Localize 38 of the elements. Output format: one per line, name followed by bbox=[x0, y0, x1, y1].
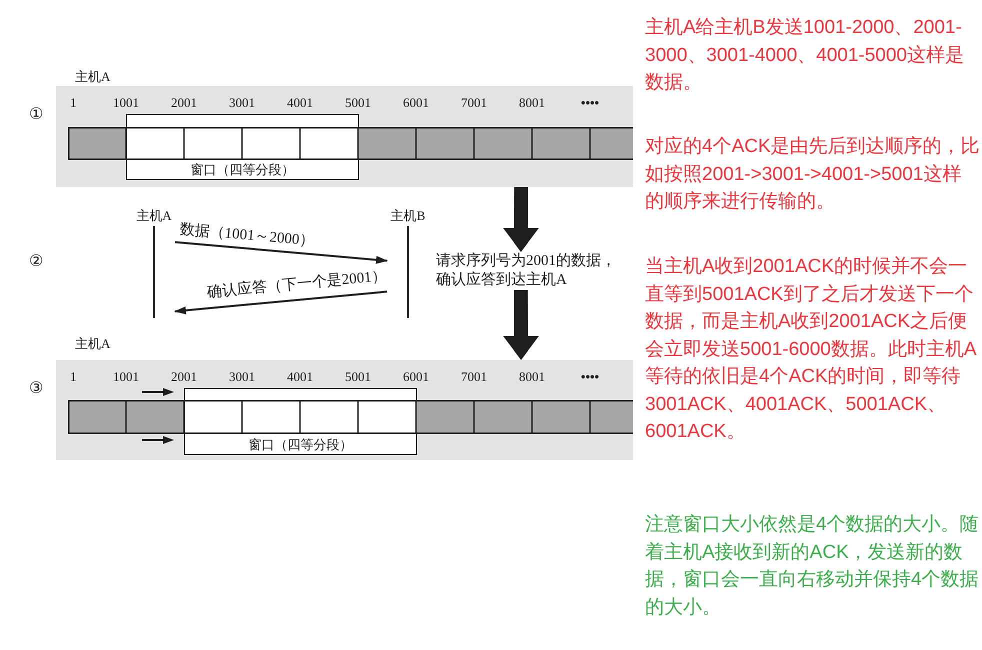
sliding-window: 窗口（四等分段） bbox=[126, 114, 359, 180]
sequence-number: 8001 bbox=[519, 369, 545, 385]
explanation-text: 注意窗口大小依然是4个数据的大小。随着主机A接收到新的ACK，发送新的数据，窗口会一直向右移动并保持4个数据的大小。 bbox=[645, 513, 980, 620]
explanation-text: 主机A给主机B发送1001-2000、2001-3000、3001-4000、4001-5000这样是数据。 bbox=[645, 16, 965, 95]
sequence-number: 5001 bbox=[345, 369, 371, 385]
sequence-number: 1001 bbox=[113, 369, 139, 385]
host-lifeline: 主机B bbox=[387, 208, 429, 318]
note-text: 请求序列号为2001的数据，确认应答到达主机A bbox=[436, 252, 626, 290]
sequence-number: 7001 bbox=[461, 369, 487, 385]
sequence-number: 5001 bbox=[345, 95, 371, 111]
host-label: 主机A bbox=[75, 69, 110, 85]
explanation-text: 对应的4个ACK是由先后到达顺序的，比如按照2001->3001->4001->5001这样的顺序来进行传输的。 bbox=[645, 135, 980, 214]
sequence-number: 7001 bbox=[461, 95, 487, 111]
step-number: ① bbox=[29, 106, 43, 124]
sequence-number: 3001 bbox=[229, 369, 255, 385]
arrow bbox=[174, 290, 388, 314]
sequence-number: 8001 bbox=[519, 95, 545, 111]
sequence-number: 1 bbox=[70, 95, 76, 111]
arrow bbox=[174, 241, 388, 264]
sequence-number: 4001 bbox=[287, 369, 313, 385]
sequence-number: 6001 bbox=[403, 95, 429, 111]
block-arrow bbox=[503, 290, 540, 360]
sliding-window: 窗口（四等分段） bbox=[184, 388, 417, 455]
host-label: 主机A bbox=[75, 336, 110, 352]
sequence-number: 2001 bbox=[171, 369, 197, 385]
step-number: ② bbox=[29, 253, 43, 271]
ellipsis-mark: •••• bbox=[580, 369, 600, 385]
step-number: ③ bbox=[29, 380, 43, 398]
explanation-text: 当主机A收到2001ACK的时候并不会一直等到5001ACK到了之后才发送下一个数据，而是主机A收到2001ACK之后便会立即发送5001-6000数据。此时主机A等待的依旧是4个ACK的时间，即等待3001ACK、4001ACK、5001ACK、6001ACK。 bbox=[645, 255, 978, 444]
sequence-number: 3001 bbox=[229, 95, 255, 111]
block-arrow bbox=[502, 187, 539, 252]
sequence-number: 1 bbox=[70, 369, 76, 385]
ellipsis-mark: •••• bbox=[580, 95, 600, 111]
sequence-number: 6001 bbox=[403, 369, 429, 385]
sequence-number: 1001 bbox=[113, 95, 139, 111]
sequence-number: 2001 bbox=[171, 95, 197, 111]
sequence-number: 4001 bbox=[287, 95, 313, 111]
host-lifeline: 主机A bbox=[133, 208, 175, 318]
